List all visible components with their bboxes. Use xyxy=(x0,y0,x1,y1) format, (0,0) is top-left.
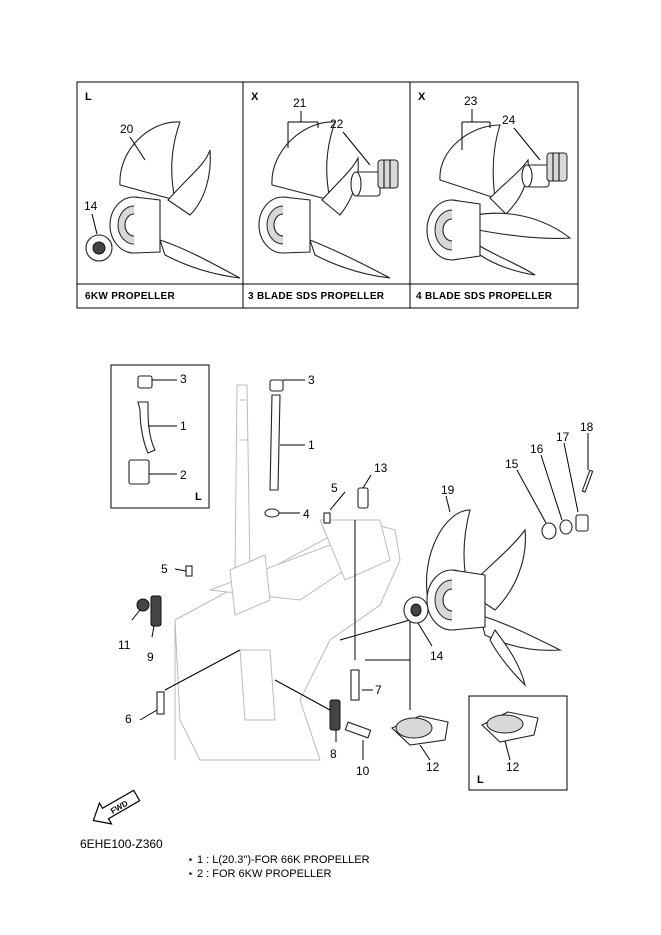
panel-6kw-propeller: L 6KW PROPELLER 20 14 xyxy=(84,91,241,302)
ref-4: 4 xyxy=(303,507,310,521)
inset-header: L xyxy=(195,491,202,503)
ref-14: 14 xyxy=(430,649,444,663)
reference-numbers: 3 1 4 5 13 5 11 9 6 7 8 10 12 14 19 15 1… xyxy=(118,373,594,778)
ref-6: 6 xyxy=(125,712,132,726)
inset-water-tube-alt: L 3 1 2 xyxy=(110,364,210,509)
main-assembly xyxy=(131,379,411,761)
panel-caption: 3 BLADE SDS PROPELLER xyxy=(248,291,385,302)
hub-kit-24-drawing xyxy=(521,152,568,188)
ref-10: 10 xyxy=(356,764,370,778)
footnote-2: ⋆ 2 : FOR 6KW PROPELLER xyxy=(187,868,332,880)
ref-11: 11 xyxy=(118,638,131,652)
propeller-options-table: L 6KW PROPELLER 20 14 X 3 BLADE xyxy=(76,81,579,309)
ref-15: 15 xyxy=(505,457,519,471)
propeller-19-assembly xyxy=(391,433,594,761)
panel-4-blade-sds: X 4 BLADE SDS PROPELLER 23 xyxy=(416,91,572,302)
ref-12: 12 xyxy=(426,760,440,774)
ref-9: 9 xyxy=(147,650,154,664)
panel-header: X xyxy=(418,91,426,103)
ref-3: 3 xyxy=(308,373,315,387)
propeller-23-drawing xyxy=(426,124,572,276)
ref-13: 13 xyxy=(374,461,388,475)
ref-17: 17 xyxy=(556,430,570,444)
panel-caption: 6KW PROPELLER xyxy=(85,291,175,302)
ref-1: 1 xyxy=(180,419,187,433)
ref-5: 5 xyxy=(331,481,338,495)
diagram-code: 6EHE100-Z360 xyxy=(80,837,163,851)
ref-16: 16 xyxy=(530,442,544,456)
ref-18: 18 xyxy=(580,420,594,434)
ref-22: 22 xyxy=(330,117,344,131)
panel-caption: 4 BLADE SDS PROPELLER xyxy=(416,291,553,302)
panel-header: L xyxy=(85,91,92,103)
ref-24: 24 xyxy=(502,113,516,127)
ref-21: 21 xyxy=(293,96,307,110)
ref-14: 14 xyxy=(84,199,98,213)
ref-8: 8 xyxy=(330,747,337,761)
ref-2: 2 xyxy=(180,468,187,482)
propeller-20-drawing xyxy=(109,121,241,279)
ref-1: 1 xyxy=(308,438,315,452)
footnote-1: ⋆ 1 : L(20.3")-FOR 66K PROPELLER xyxy=(187,854,370,866)
ref-12-alt: 12 xyxy=(506,760,520,774)
inset-header: L xyxy=(477,774,484,786)
ref-23: 23 xyxy=(464,94,478,108)
hub-kit-22-drawing xyxy=(350,159,399,197)
ref-20: 20 xyxy=(120,122,134,136)
fwd-arrow: FWD xyxy=(92,789,141,825)
ref-3: 3 xyxy=(180,372,187,386)
spacer-14-drawing xyxy=(85,234,113,262)
panel-3-blade-sds: X 3 BLADE SDS PROPELLER 21 xyxy=(248,91,399,302)
inset-anode-alt: L 12 xyxy=(468,695,568,791)
panel-header: X xyxy=(251,91,259,103)
ref-19: 19 xyxy=(441,483,455,497)
propeller-21-drawing xyxy=(258,121,391,279)
ref-5: 5 xyxy=(161,562,168,576)
ref-7: 7 xyxy=(375,683,382,697)
